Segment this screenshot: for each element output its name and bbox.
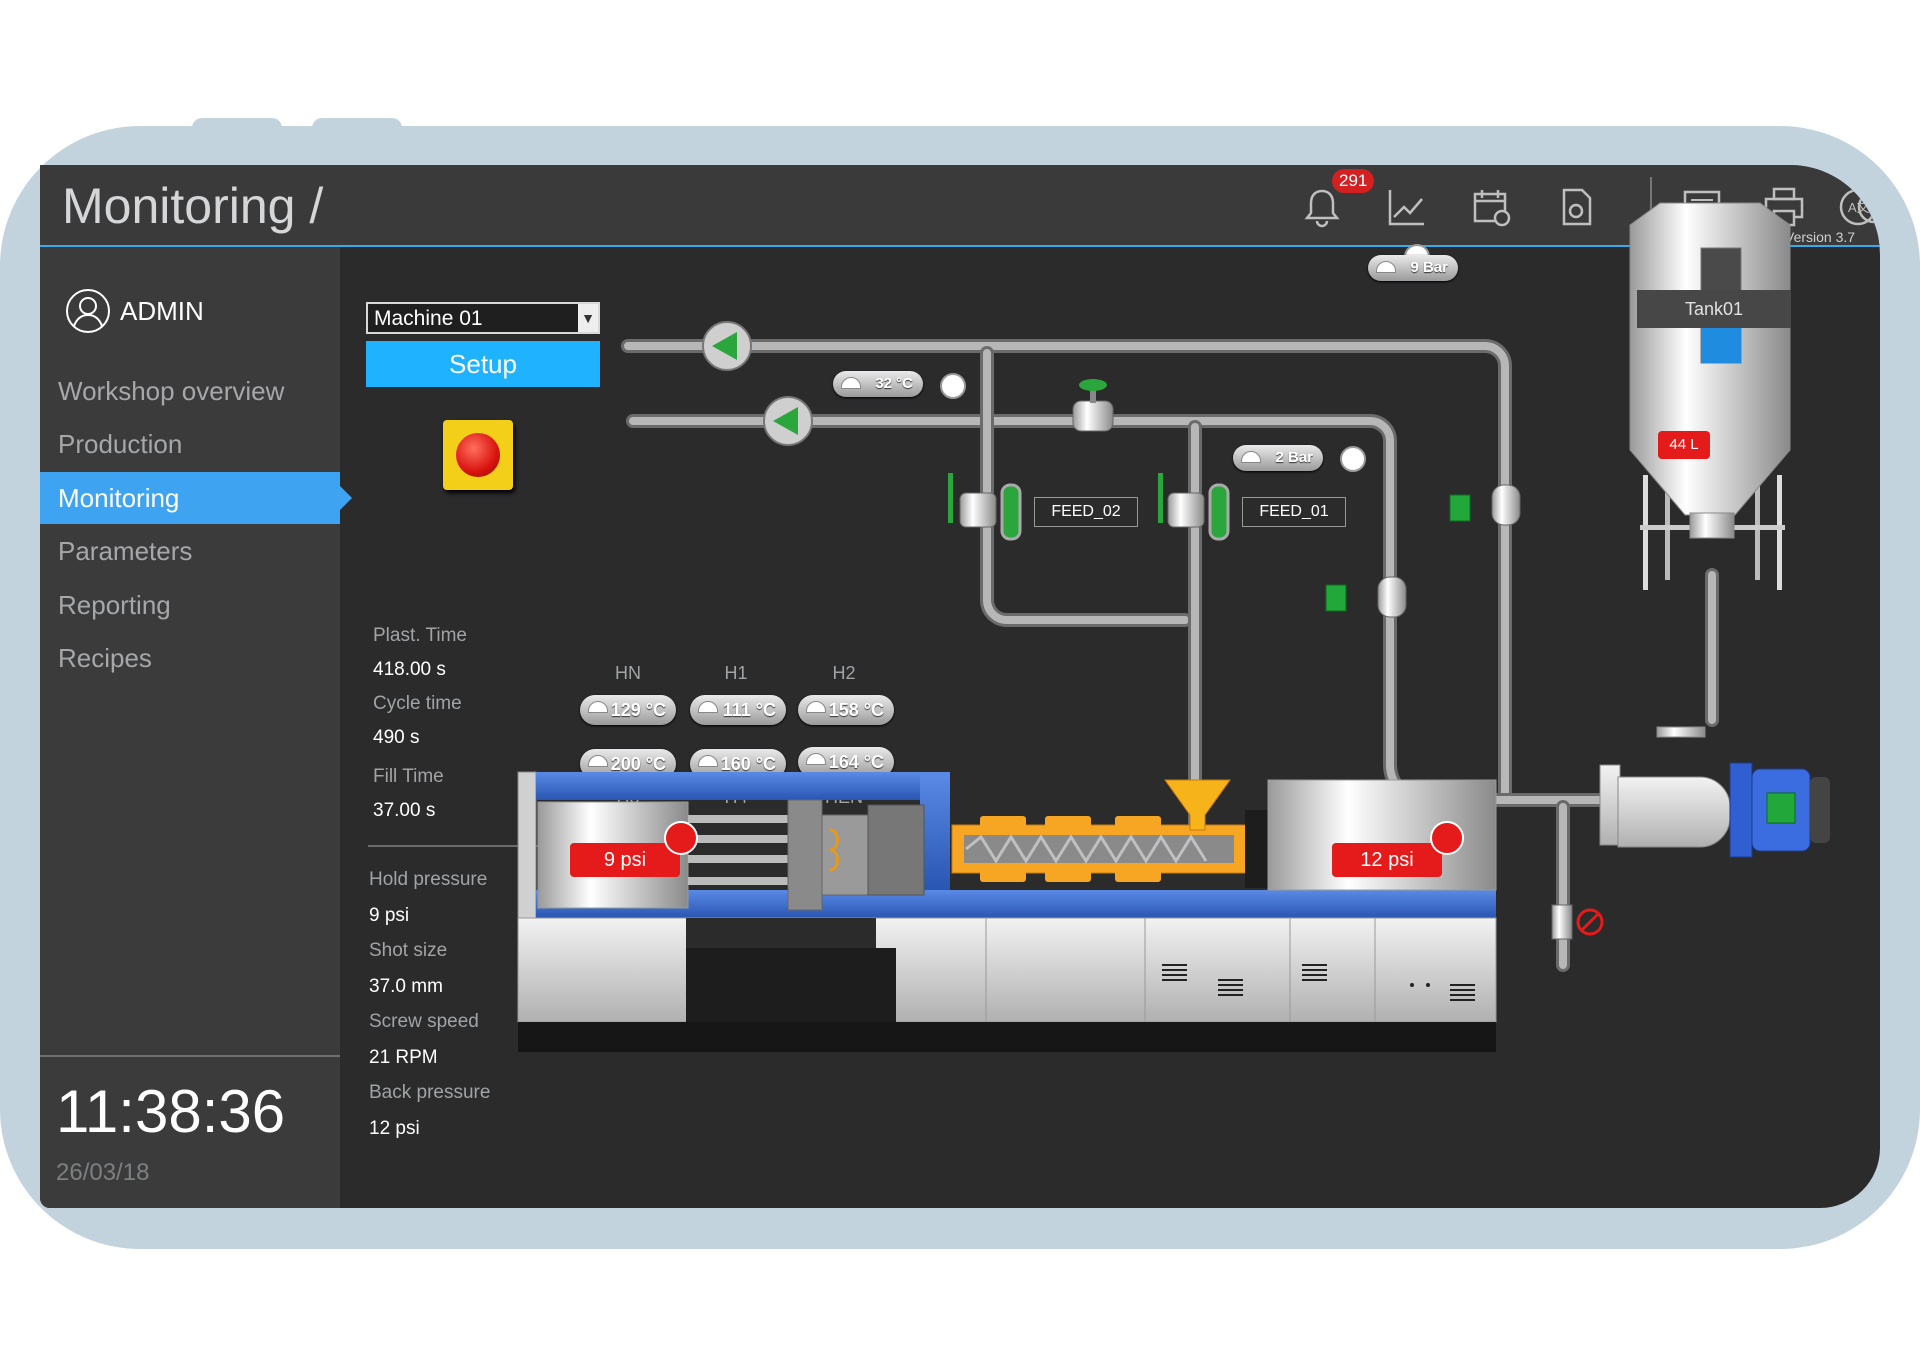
process-diagram: [517, 202, 1830, 1052]
temperature-readout: 111 °C: [690, 695, 786, 725]
stats-divider: [368, 845, 548, 847]
pressure-gauge-icon: [1430, 821, 1464, 855]
machine-select-value: Machine 01: [374, 307, 483, 330]
pressure-label: Screw speed: [369, 1011, 479, 1032]
pressure-value: 9 psi: [369, 905, 410, 926]
sidebar-item-production[interactable]: Production: [58, 429, 183, 459]
chevron-down-icon[interactable]: ▼: [578, 304, 598, 332]
header-divider: [1650, 177, 1652, 232]
machine-select[interactable]: Machine 01 ▼: [366, 302, 600, 334]
notification-badge: 291: [1332, 169, 1375, 193]
top-bar: Monitoring / 291 A文 Version 3.7: [40, 165, 1880, 247]
temperature-readout: 129 °C: [580, 695, 676, 725]
setup-button[interactable]: Setup: [366, 341, 600, 387]
pressure-value: 12 psi: [369, 1118, 420, 1139]
report-icon[interactable]: [1555, 185, 1599, 229]
pressure-readout-mid: 2 Bar: [1233, 445, 1323, 471]
calendar-icon[interactable]: [1470, 185, 1514, 229]
user-icon: [66, 289, 110, 333]
stat-value: 418.00 s: [373, 659, 446, 680]
device-tab-right: [312, 118, 402, 148]
pressure-gauge-icon: [664, 821, 698, 855]
version-label: Version 3.7: [1785, 229, 1856, 245]
bell-icon[interactable]: [1300, 185, 1344, 229]
user-profile[interactable]: ADMIN: [64, 287, 204, 335]
chart-icon[interactable]: [1385, 185, 1429, 229]
app-screen: Monitoring / 291 A文 Version 3.7: [40, 165, 1880, 1208]
power-icon[interactable]: [1852, 185, 1880, 229]
mold-pressure-left: 9 psi: [570, 843, 680, 877]
stat-label: Plast. Time: [373, 625, 467, 646]
page-title: Monitoring /: [62, 178, 324, 234]
user-name: ADMIN: [120, 295, 204, 326]
clock-time: 11:38:36: [56, 1078, 286, 1145]
pressure-label: Hold pressure: [369, 869, 488, 890]
pressure-value: 21 RPM: [369, 1047, 438, 1068]
feed-01-label[interactable]: FEED_01: [1242, 497, 1346, 527]
stat-value: 37.00 s: [373, 800, 436, 821]
device-tab-left: [192, 118, 282, 148]
sidebar-item-monitoring[interactable]: Monitoring: [40, 472, 352, 524]
tank-label[interactable]: Tank01: [1637, 290, 1791, 328]
sidebar-item-parameters[interactable]: Parameters: [58, 536, 193, 566]
heater-zone-label: H2: [832, 663, 856, 683]
sidebar: ADMIN Workshop overview Production Monit…: [40, 247, 352, 1208]
feed-02-label[interactable]: FEED_02: [1034, 497, 1138, 527]
sidebar-item-reporting[interactable]: Reporting: [58, 590, 171, 620]
stat-label: Cycle time: [373, 693, 462, 714]
sidebar-item-workshop-overview[interactable]: Workshop overview: [58, 376, 285, 406]
pressure-value: 37.0 mm: [369, 976, 443, 997]
stat-value: 490 s: [373, 727, 420, 748]
clock-date: 26/03/18: [56, 1159, 150, 1186]
line-temperature-readout: 32 °C: [833, 371, 923, 397]
pressure-label: Shot size: [369, 940, 448, 961]
heater-zone-label: HN: [615, 663, 641, 683]
sidebar-item-recipes[interactable]: Recipes: [58, 643, 152, 673]
sidebar-divider: [40, 1055, 340, 1057]
temperature-readout: 158 °C: [798, 695, 894, 725]
pressure-readout-top: 9 Bar: [1368, 255, 1458, 281]
mold-pressure-right: 12 psi: [1332, 843, 1442, 877]
heater-zone-label: H1: [724, 663, 748, 683]
emergency-stop-button[interactable]: [443, 420, 513, 490]
tank-level-badge: 44 L: [1658, 431, 1710, 459]
stat-label: Fill Time: [373, 766, 444, 787]
pressure-label: Back pressure: [369, 1082, 491, 1103]
